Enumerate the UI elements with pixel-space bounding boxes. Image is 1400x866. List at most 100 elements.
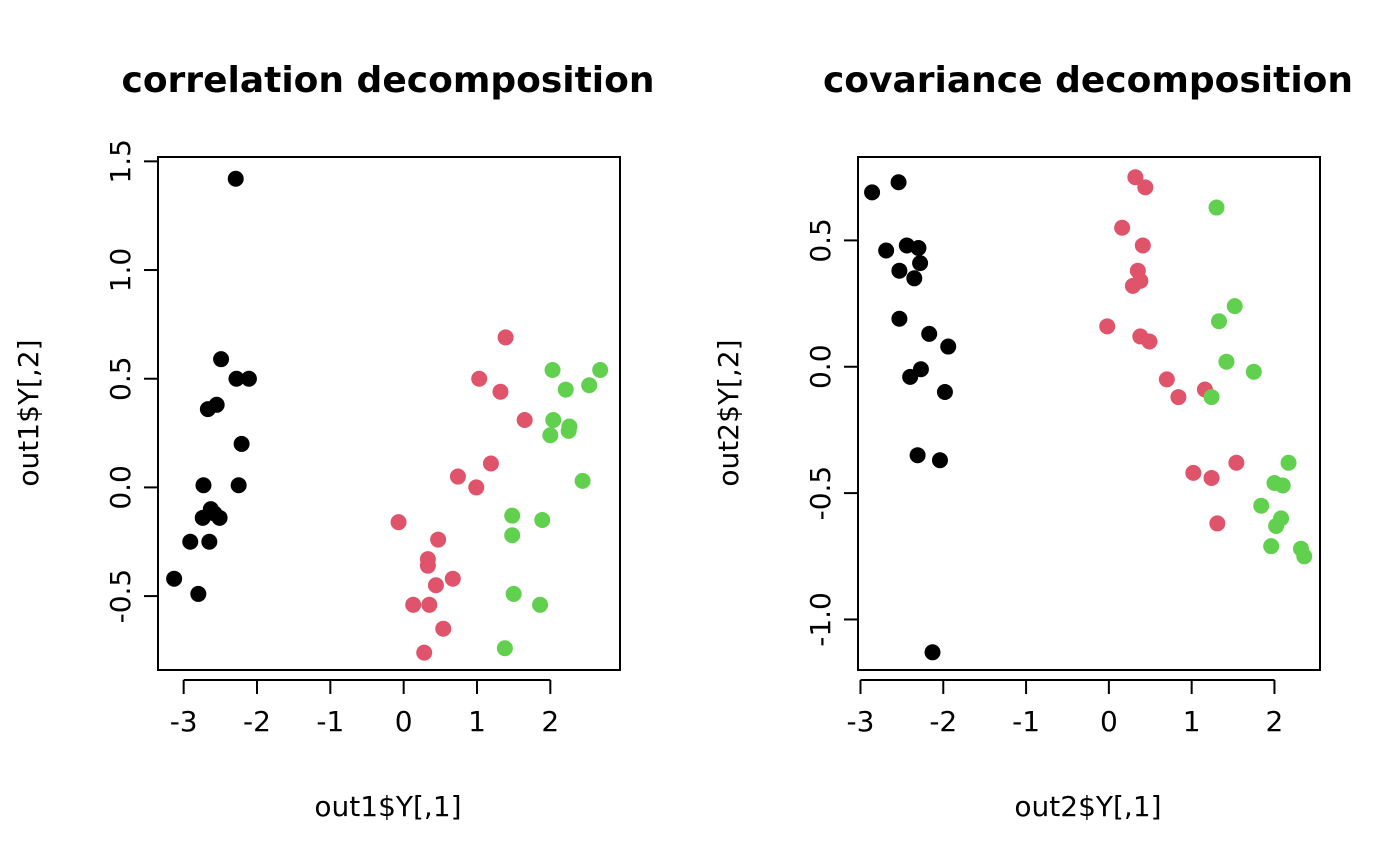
data-point (542, 427, 559, 444)
data-point (902, 368, 919, 385)
data-point (516, 412, 533, 429)
data-point (1134, 237, 1151, 254)
x-tick-label: 2 (541, 705, 559, 738)
data-point (492, 383, 509, 400)
x-tick-label: -1 (1012, 705, 1040, 738)
data-point (878, 242, 895, 259)
data-point (504, 507, 521, 524)
data-point (427, 577, 444, 594)
data-point (891, 310, 908, 327)
y-tick-label: 1.5 (104, 139, 137, 184)
data-point (581, 377, 598, 394)
data-point (1245, 363, 1262, 380)
y-tick-label: 0.0 (804, 344, 837, 389)
y-axis: -0.50.00.51.01.5 (104, 139, 159, 624)
x-tick-label: 1 (1183, 705, 1201, 738)
data-point (592, 362, 609, 379)
data-point (435, 620, 452, 637)
x-tick-label: -2 (243, 705, 271, 738)
data-point (233, 435, 250, 452)
y-axis: -1.0-0.50.00.5 (804, 218, 859, 647)
points-layer (864, 169, 1313, 661)
data-point (1228, 454, 1245, 471)
data-point (228, 370, 245, 387)
data-point (194, 509, 211, 526)
data-point (924, 644, 941, 661)
x-tick-label: 2 (1266, 705, 1284, 738)
data-point (940, 338, 957, 355)
y-tick-label: 0.0 (104, 465, 137, 510)
data-point (1124, 277, 1141, 294)
data-point (1141, 333, 1158, 350)
data-point (416, 644, 433, 661)
x-tick-label: 0 (395, 705, 413, 738)
data-point (864, 184, 881, 201)
data-point (574, 472, 591, 489)
data-point (909, 447, 926, 464)
data-point (1127, 169, 1144, 186)
data-point (1210, 313, 1227, 330)
data-point (1158, 371, 1175, 388)
data-point (906, 270, 923, 287)
x-axis-label: out2$Y[,1] (1014, 790, 1161, 823)
data-point (890, 174, 907, 191)
data-point (449, 468, 466, 485)
x-tick-label: -1 (316, 705, 344, 738)
data-point (1280, 454, 1297, 471)
data-point (532, 596, 549, 613)
x-tick-label: -3 (170, 705, 198, 738)
data-point (444, 570, 461, 587)
data-point (1268, 517, 1285, 534)
data-point (1226, 298, 1243, 315)
data-point (430, 531, 447, 548)
chart-title: covariance decomposition (823, 60, 1353, 101)
data-point (1137, 179, 1154, 196)
data-point (195, 477, 212, 494)
y-tick-label: -0.5 (104, 569, 137, 624)
data-point (227, 170, 244, 187)
y-tick-label: -0.5 (804, 466, 837, 521)
data-point (931, 452, 948, 469)
chart-title: correlation decomposition (121, 60, 654, 101)
data-point (557, 381, 574, 398)
data-point (497, 329, 514, 346)
data-point (910, 239, 927, 256)
data-point (166, 570, 183, 587)
data-point (405, 596, 422, 613)
data-point (482, 455, 499, 472)
data-point (201, 533, 218, 550)
data-point (504, 527, 521, 544)
plot-frame (857, 156, 1321, 671)
data-point (1296, 548, 1313, 565)
data-point (496, 640, 513, 657)
data-point (419, 557, 436, 574)
data-point (544, 362, 561, 379)
data-point (182, 533, 199, 550)
data-point (1203, 469, 1220, 486)
data-point (505, 585, 522, 602)
data-point (921, 325, 938, 342)
data-point (1274, 477, 1291, 494)
data-point (1209, 515, 1226, 532)
x-tick-label: -2 (929, 705, 957, 738)
data-point (1185, 464, 1202, 481)
data-point (534, 512, 551, 529)
y-tick-label: 0.5 (804, 218, 837, 263)
data-point (240, 370, 257, 387)
data-point (1263, 538, 1280, 555)
x-tick-label: 0 (1100, 705, 1118, 738)
data-point (1208, 199, 1225, 216)
data-point (199, 401, 216, 418)
data-point (936, 384, 953, 401)
data-point (211, 509, 228, 526)
x-tick-label: 1 (468, 705, 486, 738)
data-point (912, 255, 929, 272)
data-point (1099, 318, 1116, 335)
data-point (1114, 219, 1131, 236)
data-point (471, 370, 488, 387)
y-tick-label: 0.5 (104, 356, 137, 401)
y-axis-label: out2$Y[,2] (712, 339, 745, 486)
